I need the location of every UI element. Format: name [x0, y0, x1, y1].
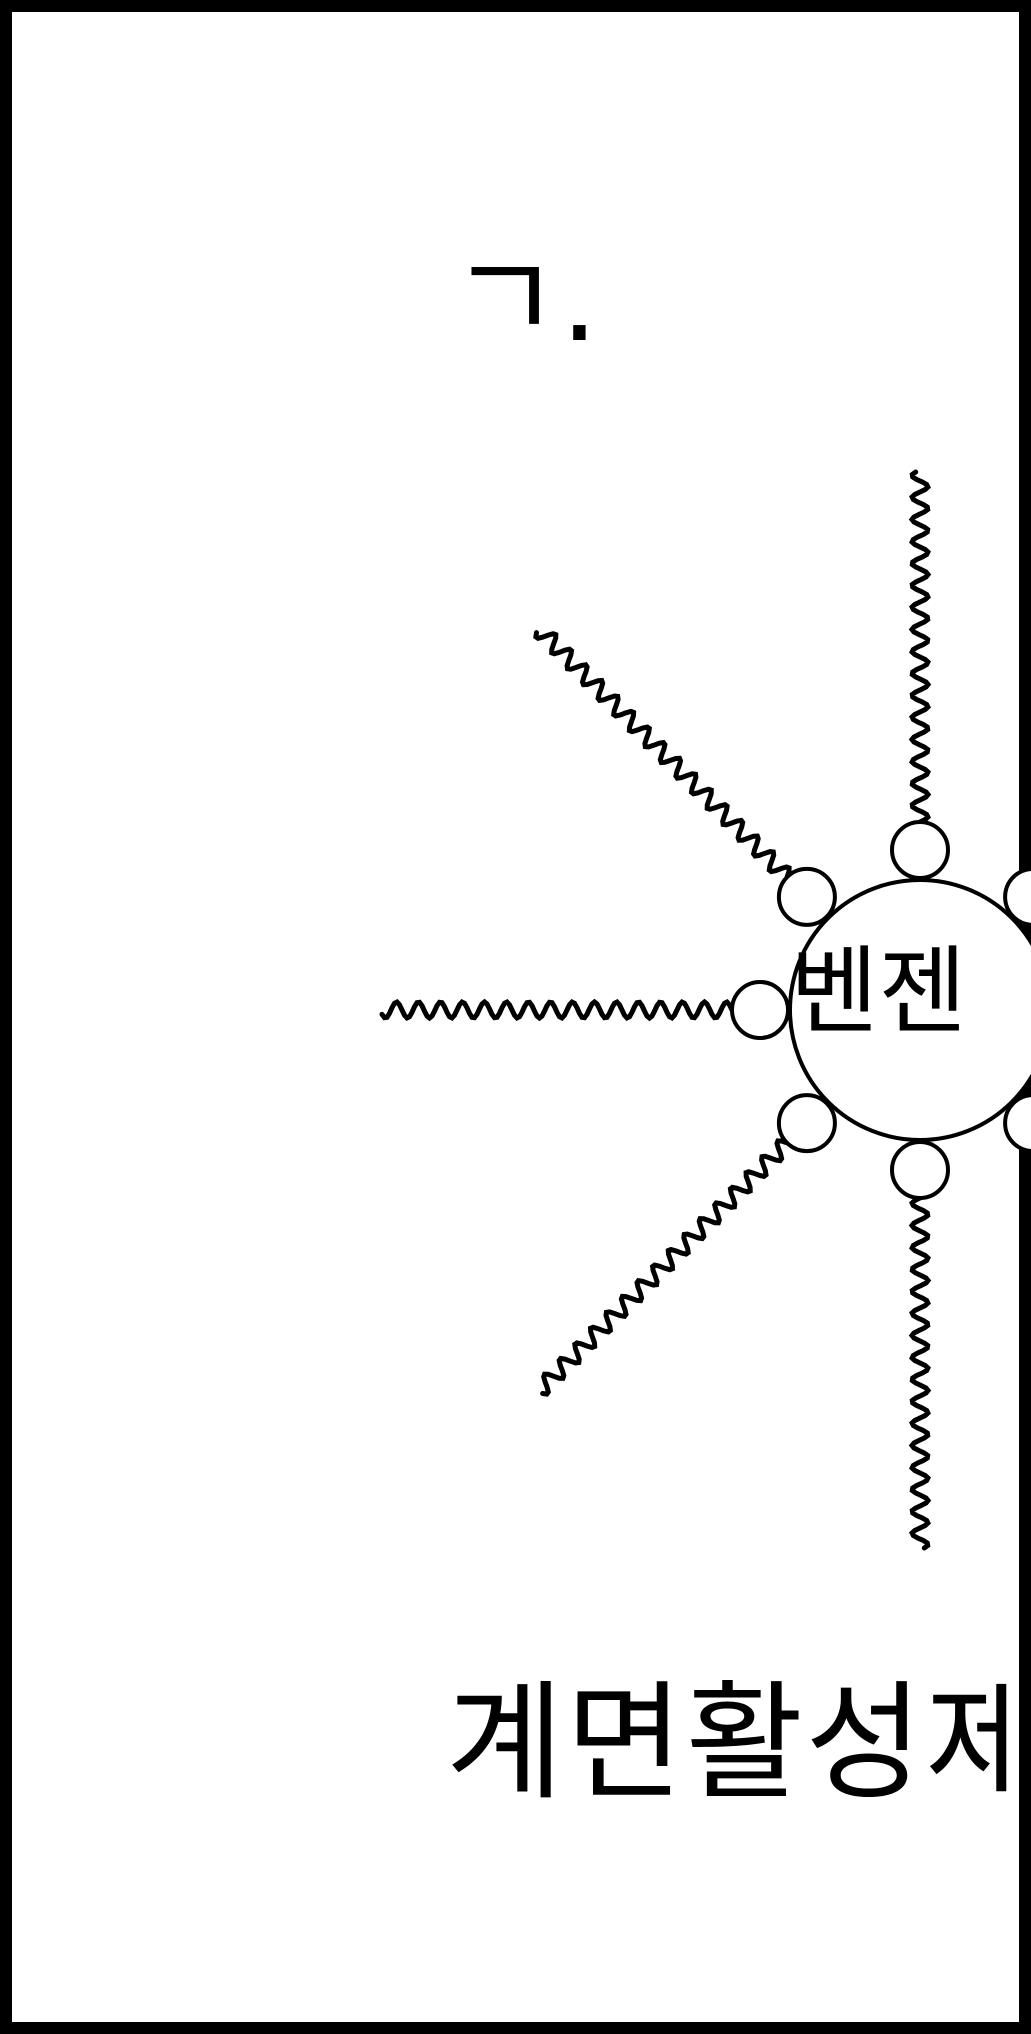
- surfactant-tail: [912, 1198, 928, 1548]
- panel-label: ㄱ.: [450, 240, 599, 360]
- surfactant-head: [779, 1095, 835, 1151]
- surfactant-caption: 계면활성제: [446, 1680, 1031, 1808]
- surfactant-tail: [382, 1002, 732, 1018]
- surfactant-tail: [536, 633, 789, 878]
- surfactant-head: [779, 869, 835, 925]
- surfactant-tail: [543, 1141, 788, 1394]
- surfactant-head: [892, 822, 948, 878]
- surfactant-head: [732, 982, 788, 1038]
- surfactant-head: [892, 1142, 948, 1198]
- surfactant-tail: [912, 472, 928, 822]
- benzene-core-label: 벤젠: [790, 944, 1031, 1040]
